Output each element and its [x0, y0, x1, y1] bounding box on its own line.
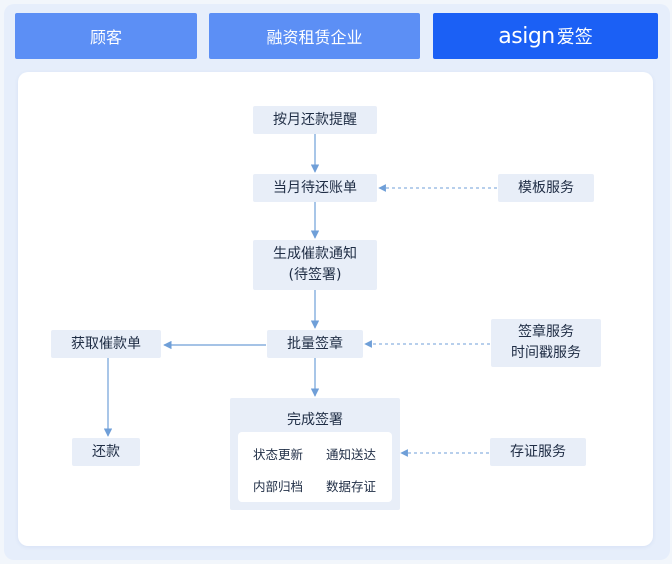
asign-logo-cn: 爱签 — [556, 27, 593, 48]
node-batch-stamp: 批量签章 — [267, 330, 363, 358]
complete-signing-items: 状态更新 通知送达 内部归档 数据存证 — [238, 432, 392, 502]
node-generate-notice-line1: 生成催款通知 — [273, 246, 357, 262]
node-get-notice-label: 获取催款单 — [71, 335, 141, 352]
item-notice-delivery: 通知送达 — [326, 447, 377, 462]
lane-header-customer: 顾客 — [15, 13, 197, 59]
node-repay: 还款 — [72, 438, 140, 466]
lane-customer-label: 顾客 — [89, 28, 122, 47]
node-monthly-reminder: 按月还款提醒 — [253, 106, 377, 134]
node-generate-notice-line2: (待签署) — [288, 267, 342, 283]
item-data-evidence: 数据存证 — [326, 479, 377, 494]
lane-header-asign: asign 爱签 — [433, 13, 658, 59]
node-get-notice: 获取催款单 — [51, 330, 161, 358]
node-template-service-label: 模板服务 — [518, 179, 574, 196]
node-evidence-service-label: 存证服务 — [510, 443, 566, 460]
asign-logo: asign 爱签 — [498, 23, 592, 49]
node-evidence-service: 存证服务 — [490, 438, 586, 466]
lane-company-label: 融资租赁企业 — [266, 28, 363, 47]
item-internal-archive: 内部归档 — [253, 479, 304, 494]
node-monthly-bill-label: 当月待还账单 — [273, 179, 357, 196]
node-stamp-service: 签章服务 时间戳服务 — [491, 319, 601, 367]
node-monthly-reminder-label: 按月还款提醒 — [273, 111, 357, 128]
node-template-service: 模板服务 — [498, 174, 594, 202]
lane-header-company: 融资租赁企业 — [209, 13, 420, 59]
item-status-update: 状态更新 — [253, 447, 304, 462]
node-generate-notice: 生成催款通知 (待签署) — [253, 240, 377, 290]
complete-signing-title: 完成签署 — [287, 412, 343, 428]
node-stamp-service-line1: 签章服务 — [518, 324, 574, 340]
asign-logo-latin: asign — [498, 23, 555, 49]
node-stamp-service-line2: 时间戳服务 — [511, 345, 581, 361]
node-repay-label: 还款 — [92, 443, 120, 460]
node-monthly-bill: 当月待还账单 — [253, 174, 377, 202]
node-complete-signing: 完成签署 状态更新 通知送达 内部归档 数据存证 — [230, 398, 400, 510]
node-batch-stamp-label: 批量签章 — [287, 335, 343, 352]
